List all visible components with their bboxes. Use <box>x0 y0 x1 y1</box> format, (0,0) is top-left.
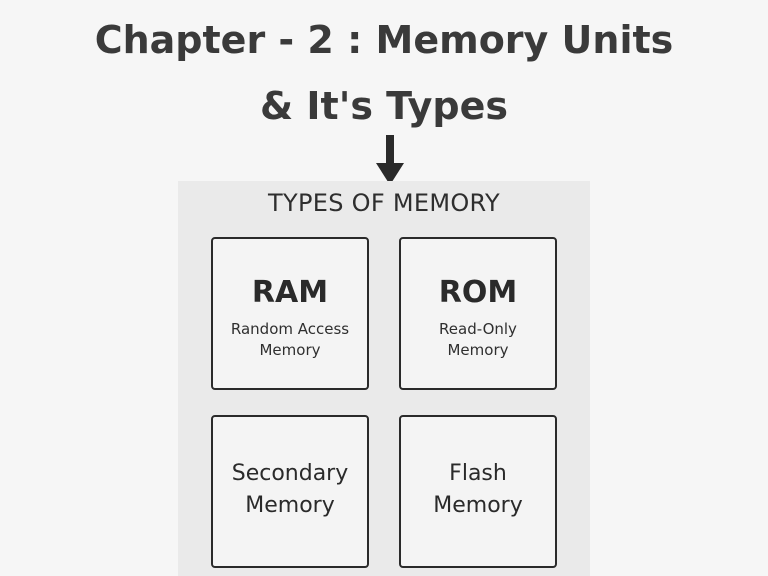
panel-heading: TYPES OF MEMORY <box>268 189 500 217</box>
arrow-down-icon <box>376 135 404 185</box>
rom-desc-line1: Read-Only <box>439 320 517 338</box>
rom-title: ROM <box>438 275 518 310</box>
page-title-line1: Chapter - 2 : Memory Units <box>94 18 674 62</box>
ram-card: RAM Random Access Memory <box>211 237 369 390</box>
secondary-memory-card: Secondary Memory <box>211 415 369 568</box>
ram-desc-line2: Memory <box>259 341 321 359</box>
flash-title-line2: Memory <box>433 493 523 518</box>
ram-desc-line1: Random Access <box>230 320 350 338</box>
rom-desc-line2: Memory <box>447 341 509 359</box>
secondary-title-line2: Memory <box>245 493 335 518</box>
flash-memory-card: Flash Memory <box>399 415 557 568</box>
secondary-title-line1: Secondary <box>231 461 349 486</box>
page-title-line2: & It's Types <box>260 84 508 128</box>
flash-title-line1: Flash <box>449 461 507 486</box>
rom-card: ROM Read-Only Memory <box>399 237 557 390</box>
ram-title: RAM <box>251 275 329 310</box>
